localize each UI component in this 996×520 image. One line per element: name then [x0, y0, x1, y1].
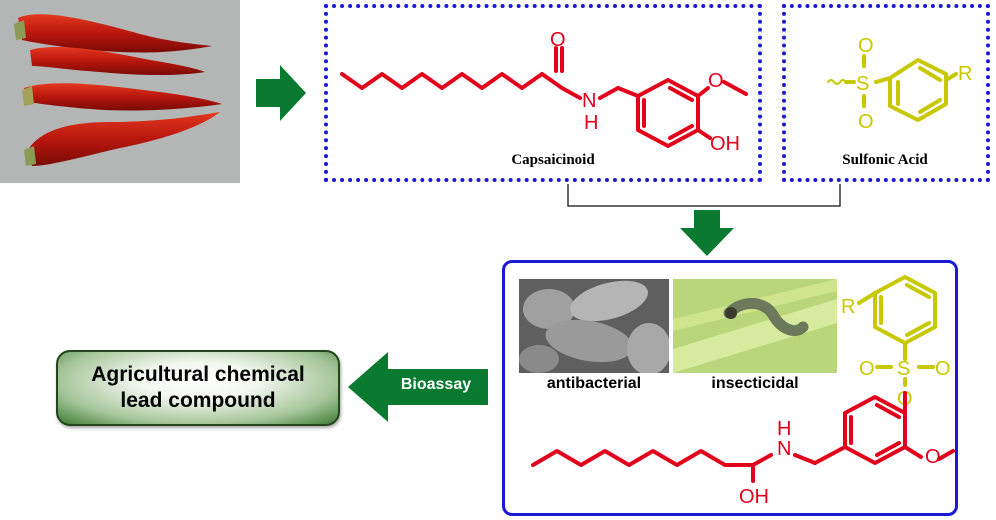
r-group-label: R [841, 296, 855, 318]
amine-hydrogen-label: H [777, 418, 791, 440]
capsaicinoid-structure: O N H O OH [340, 29, 748, 155]
lead-compound-line2: lead compound [120, 389, 276, 412]
sulfonyl-oxygen-bottom-label: O [858, 111, 874, 133]
sem-image [519, 279, 669, 373]
bioassay-label: Bioassay [400, 376, 472, 393]
methoxy-oxygen-label: O [925, 446, 941, 468]
sulfonic-acid-box: S O O R Sulfonic Acid [782, 4, 990, 182]
larva-image [673, 279, 837, 373]
combination-connector [567, 184, 841, 207]
hydroxyl-label: OH [739, 486, 769, 508]
hydroxyl-label: OH [710, 133, 740, 155]
capsaicinoid-label: Capsaicinoid [511, 152, 595, 168]
sulfonyl-oxygen-top-label: O [858, 35, 874, 57]
sulfur-label: S [897, 358, 910, 380]
target-compound-box: antibacterial insecticidal R S O O O [502, 260, 958, 516]
sulfur-label: S [856, 73, 869, 95]
target-compound-structure: R S O O O N H O OH [531, 275, 955, 508]
antibacterial-sem-photo [519, 279, 669, 373]
lead-compound-line1: Agricultural chemical [91, 363, 305, 386]
insecticidal-label: insecticidal [711, 375, 799, 392]
insecticidal-photo [673, 279, 837, 373]
carbonyl-oxygen-label: O [550, 29, 566, 51]
green-arrow-right-icon [256, 65, 306, 121]
antibacterial-label: antibacterial [546, 375, 642, 392]
amine-nitrogen-label: N [777, 438, 791, 460]
sulfonyl-oxygen-right-label: O [935, 358, 951, 380]
r-group-label: R [958, 63, 972, 85]
sulfonic-acid-structure: S O O R [827, 35, 972, 133]
green-arrow-down-icon [680, 210, 734, 256]
methoxy-oxygen-label: O [708, 70, 724, 92]
chili-pepper-image [0, 0, 240, 183]
amide-nitrogen-label: N [582, 90, 596, 112]
capsaicinoid-box: O N H O OH Capsaicinoid [324, 4, 762, 182]
lead-compound-box: Agricultural chemical lead compound [56, 350, 340, 426]
amide-hydrogen-label: H [584, 112, 598, 134]
chili-pepper-photo [0, 0, 240, 183]
bioassay-arrow-icon [348, 352, 488, 422]
sulfonic-acid-label: Sulfonic Acid [842, 152, 928, 168]
sulfonyl-oxygen-left-label: O [859, 358, 875, 380]
